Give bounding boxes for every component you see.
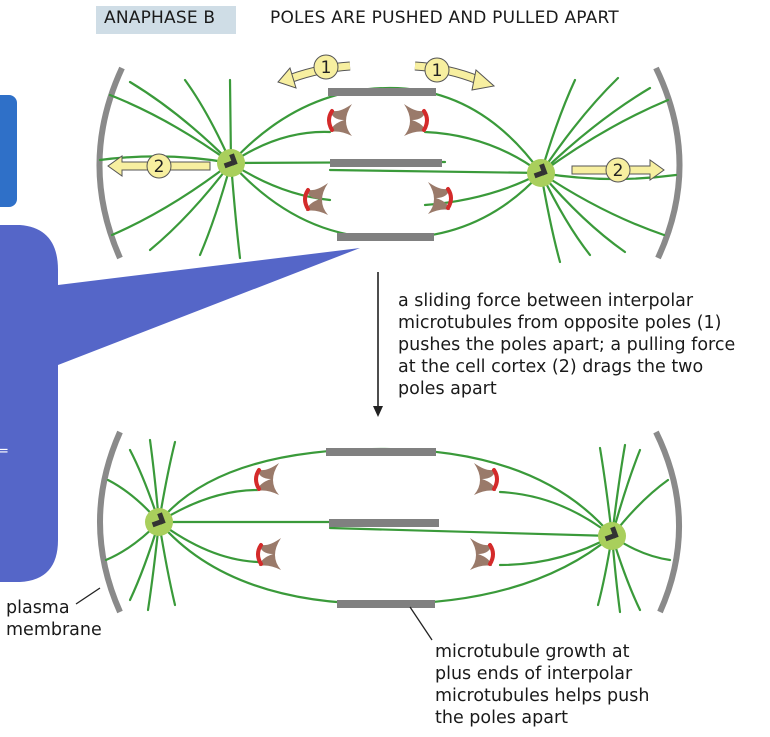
growth-pointer <box>409 606 433 641</box>
plasma-membrane-pointer <box>75 587 101 605</box>
microtubule <box>539 171 678 181</box>
kinetochore <box>256 543 263 566</box>
microtubule <box>183 78 233 165</box>
plasma-membrane <box>653 430 682 614</box>
growth-caption-line: microtubules helps push <box>435 686 650 706</box>
growth-caption-line: plus ends of interpolar <box>435 664 633 684</box>
force-arrow-head <box>471 69 496 91</box>
plasma-membrane-label-line: membrane <box>6 620 102 640</box>
mechanism-caption-line: poles apart <box>398 379 497 399</box>
blue-panel-fragment <box>0 95 17 207</box>
chromosome <box>470 538 492 570</box>
microtubule <box>110 161 233 237</box>
diagram-title: POLES ARE PUSHED AND PULLED APART <box>270 8 619 28</box>
chromosome <box>259 538 281 570</box>
microtubule <box>229 161 242 260</box>
chromosome <box>428 182 450 214</box>
chromosome <box>257 463 279 495</box>
force-label-circle <box>313 54 339 80</box>
force-label: 1 <box>432 61 443 81</box>
kinetochore <box>254 468 261 491</box>
mechanism-caption-line: at the cell cortex (2) drags the two <box>398 357 704 377</box>
top-spindle: 2 2 1 1 <box>96 54 683 264</box>
microtubule <box>539 86 652 175</box>
microtubule <box>539 76 620 175</box>
microtubule <box>128 80 233 165</box>
microtubule <box>157 520 260 564</box>
force-arrow-head <box>277 66 297 89</box>
growth-caption-line: the poles apart <box>435 708 569 728</box>
mechanism-caption: a sliding force between interpolar micro… <box>398 290 735 400</box>
kinetochore <box>446 187 453 210</box>
overlap-zone <box>337 600 435 608</box>
centriole <box>157 512 166 525</box>
plasma-membrane-label: plasma membrane <box>6 597 102 641</box>
plasma-membrane <box>653 66 683 260</box>
transition-arrow-head <box>373 406 383 417</box>
microtubule <box>539 98 670 175</box>
overlap-zone <box>329 519 439 527</box>
microtubule <box>539 171 666 237</box>
kinetochore <box>492 468 499 491</box>
growth-caption-line: microtubule growth at <box>435 642 630 662</box>
callout-text-fragment: = <box>0 444 9 459</box>
microtubule <box>108 93 233 165</box>
force-label: 2 <box>613 161 624 181</box>
microtubule <box>423 130 543 175</box>
plasma-membrane <box>97 430 123 614</box>
chromosome <box>306 183 328 215</box>
kinetochore <box>488 543 495 566</box>
kinetochore <box>327 109 334 132</box>
microtubule <box>498 490 614 538</box>
overlap-zone <box>337 233 434 241</box>
mechanism-caption-line: microtubules from opposite poles (1) <box>398 313 722 333</box>
force-label-circle <box>146 153 172 179</box>
microtubule <box>198 161 233 257</box>
overlap-zone <box>328 88 436 96</box>
force-label-circle <box>605 157 631 183</box>
kinetochore <box>422 109 429 132</box>
microtubule <box>229 161 543 240</box>
force-label: 1 <box>321 58 332 78</box>
chromosome <box>330 104 352 136</box>
bottom-spindle <box>97 430 682 614</box>
phase-label: ANAPHASE B <box>104 8 216 28</box>
force-label-circle <box>424 57 450 83</box>
mechanism-caption-line: a sliding force between interpolar <box>398 291 694 311</box>
blue-callout-bubble <box>0 225 360 582</box>
growth-caption: microtubule growth at plus ends of inter… <box>435 641 649 729</box>
microtubule <box>539 78 577 175</box>
chromosome <box>474 463 496 495</box>
phase-label-box <box>96 6 236 34</box>
microtubule <box>328 526 614 538</box>
microtubule <box>148 161 233 252</box>
mechanism-caption-line: pushes the poles apart; a pulling force <box>398 335 736 355</box>
overlap-zone <box>330 159 442 167</box>
force-label: 2 <box>154 157 165 177</box>
overlap-zone <box>326 448 436 456</box>
microtubule <box>328 168 543 175</box>
plasma-membrane-label-line: plasma <box>6 598 70 618</box>
microtubule <box>498 534 614 567</box>
centriole <box>539 163 548 176</box>
centriole <box>610 526 619 539</box>
kinetochore <box>303 188 310 211</box>
chromosome <box>404 104 426 136</box>
centriole <box>229 153 238 166</box>
